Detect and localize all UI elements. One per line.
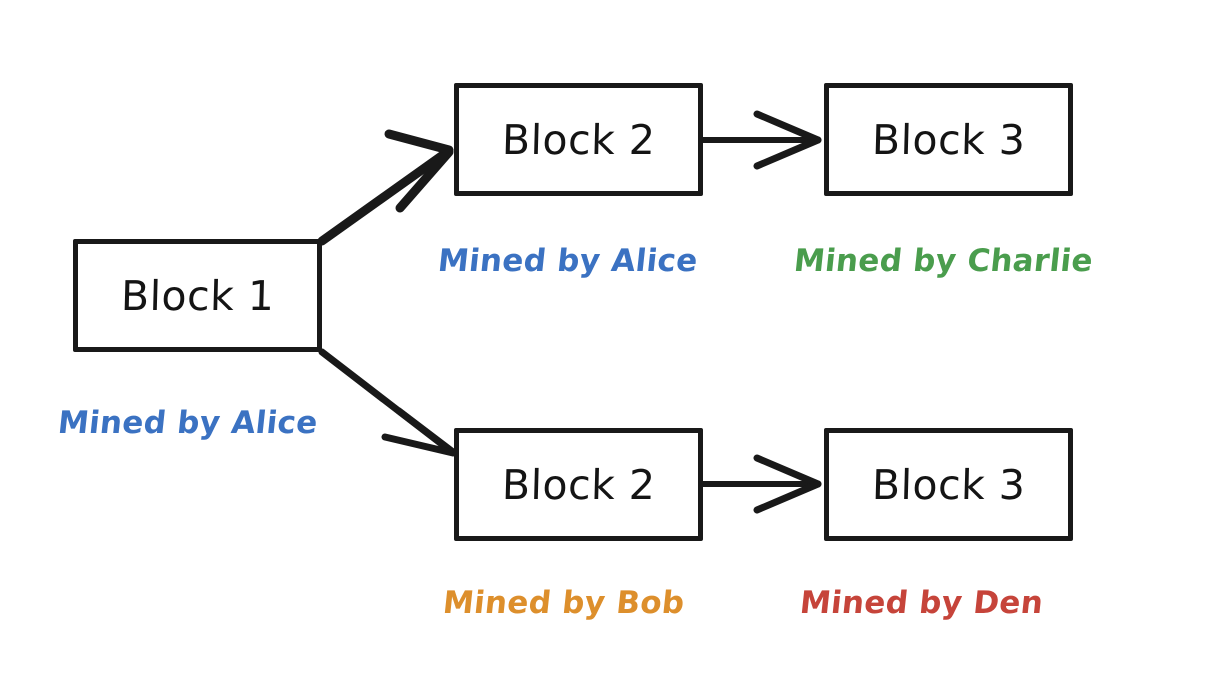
block-label: Block 3 (871, 460, 1026, 509)
block-label: Block 1 (120, 271, 275, 320)
miner-label-block1: Mined by Alice (56, 405, 320, 441)
block-node-block3-top[interactable]: Block 3 (824, 83, 1073, 196)
miner-label-block3-bottom: Mined by Den (798, 585, 1046, 621)
block-label: Block 2 (501, 115, 656, 164)
miner-label-block2-bottom: Mined by Bob (441, 585, 687, 621)
block-node-block2-top[interactable]: Block 2 (454, 83, 703, 196)
block-label: Block 2 (501, 460, 656, 509)
arrow-block2-to-block3-top (700, 110, 822, 170)
miner-label-block2-top: Mined by Alice (436, 243, 700, 279)
block-label: Block 3 (871, 115, 1026, 164)
block-node-block1[interactable]: Block 1 (73, 239, 322, 352)
block-node-block3-bottom[interactable]: Block 3 (824, 428, 1073, 541)
arrow-block1-to-block2-bottom (318, 348, 457, 457)
arrow-block2-to-block3-bottom (700, 454, 822, 514)
miner-label-block3-top: Mined by Charlie (792, 243, 1095, 279)
arrow-block1-to-block2-top (317, 129, 454, 246)
block-node-block2-bottom[interactable]: Block 2 (454, 428, 703, 541)
